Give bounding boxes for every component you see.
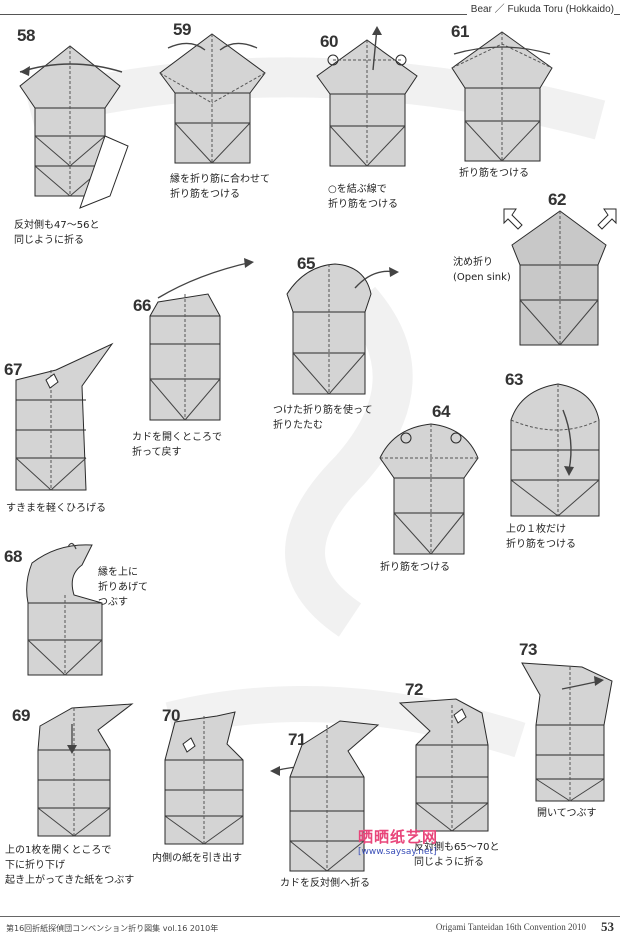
caption-line: 折り筋をつける: [380, 562, 450, 573]
diagram-step-65: [286, 263, 399, 395]
header-rule: [0, 14, 620, 15]
step-number-72: 72: [405, 680, 423, 699]
caption-step-63: 上の１枚だけ 折り筋をつける: [506, 522, 576, 552]
step-number-63: 63: [505, 370, 523, 389]
diagram-step-60: [316, 26, 418, 167]
step-number-69: 69: [12, 706, 30, 725]
caption-line: 反対側も65〜70と: [414, 842, 500, 853]
caption-line: 同じように折る: [414, 857, 484, 868]
caption-line: 縁を折り筋に合わせて: [170, 174, 270, 185]
watermark-title: 晒晒纸艺网: [358, 828, 439, 846]
caption-line: カドを反対側へ折る: [280, 878, 370, 889]
caption-line: 折り筋をつける: [506, 539, 576, 550]
caption-step-71: カドを反対側へ折る: [280, 876, 370, 891]
caption-line: 折って戻す: [132, 447, 182, 458]
diagram-step-59: [159, 33, 266, 164]
step-number-67: 67: [4, 360, 22, 379]
caption-line: カドを開くところで: [132, 432, 222, 443]
caption-line: 折りあげて: [98, 582, 148, 593]
step-number-58: 58: [17, 26, 35, 45]
diagram-step-64: [379, 423, 479, 555]
caption-line: 折りたたむ: [273, 420, 323, 431]
footer-right: Origami Tanteidan 16th Convention 2010: [435, 922, 586, 932]
watermark-url: [www.saysay.net]: [358, 847, 437, 857]
diagram-step-61: [451, 31, 553, 162]
caption-line: 縁を上に: [98, 567, 138, 578]
diagram-step-68: [26, 542, 103, 676]
caption-line: 折り筋をつける: [459, 168, 529, 179]
page-header: Bear ／ Fukuda Toru (Hokkaido): [0, 0, 620, 20]
step-number-61: 61: [451, 22, 469, 41]
step-number-59: 59: [173, 20, 191, 39]
caption-step-73: 開いてつぶす: [537, 806, 597, 821]
caption-step-68: 縁を上に 折りあげて つぶす: [98, 565, 148, 610]
watermark: 晒晒纸艺网 [www.saysay.net]: [358, 826, 438, 857]
step-number-66: 66: [133, 296, 151, 315]
caption-step-59: 縁を折り筋に合わせて 折り筋をつける: [170, 172, 270, 202]
step-number-65: 65: [297, 254, 315, 273]
diagram-step-66: [149, 258, 254, 421]
caption-step-72: 反対側も65〜70と 同じように折る: [414, 840, 499, 870]
caption-step-58: 反対側も47〜56と 同じように折る: [14, 218, 99, 248]
caption-step-61: 折り筋をつける: [459, 166, 529, 181]
caption-step-67: すきまを軽くひろげる: [6, 501, 106, 516]
caption-line: すきまを軽くひろげる: [6, 503, 106, 514]
caption-step-66: カドを開くところで 折って戻す: [132, 430, 222, 460]
diagram-step-72: [398, 698, 489, 832]
caption-line: つぶす: [98, 597, 128, 608]
caption-step-70: 内側の紙を引き出す: [152, 851, 242, 866]
caption-step-62: 沈め折り (Open sink): [453, 255, 511, 285]
page-number: 53: [601, 919, 614, 934]
diagram-step-62: [503, 208, 617, 346]
caption-step-64: 折り筋をつける: [380, 560, 450, 575]
step-number-68: 68: [4, 547, 22, 566]
caption-line: 沈め折り: [453, 257, 493, 268]
caption-line: 折り筋をつける: [170, 189, 240, 200]
diagram-step-58: [19, 45, 129, 209]
caption-line: 上の１枚だけ: [506, 524, 566, 535]
step-number-60: 60: [320, 32, 338, 51]
caption-line: (Open sink): [453, 272, 511, 283]
diagram-step-71: [270, 720, 380, 872]
diagram-step-70: [164, 711, 244, 845]
diagram-step-63: [510, 383, 600, 517]
step-number-71: 71: [288, 730, 306, 749]
footer-left: 第16回折紙探偵団コンベンション折り図集 vol.16 2010年: [6, 924, 219, 933]
diagram-step-69: [37, 703, 134, 837]
step-number-73: 73: [519, 640, 537, 659]
step-number-64: 64: [432, 402, 450, 421]
step-number-70: 70: [162, 706, 180, 725]
header-title: Bear ／ Fukuda Toru (Hokkaido): [466, 0, 614, 15]
caption-line: 開いてつぶす: [537, 808, 597, 819]
footer-rule: [0, 916, 620, 917]
caption-step-69: 上の1枚を開くところで 下に折り下げ 起き上がってきた紙をつぶす: [5, 843, 134, 888]
caption-line: 折り筋をつける: [328, 199, 398, 210]
caption-line: 下に折り下げ: [5, 860, 65, 871]
caption-line: 内側の紙を引き出す: [152, 853, 242, 864]
diagram-step-73: [521, 662, 613, 802]
page-footer: 第16回折紙探偵団コンベンション折り図集 vol.16 2010年 Origam…: [0, 912, 620, 941]
caption-step-60: ○を結ぶ線で 折り筋をつける: [328, 182, 398, 212]
caption-line: ○を結ぶ線で: [328, 184, 387, 195]
caption-line: 上の1枚を開くところで: [5, 845, 112, 856]
step-number-62: 62: [548, 190, 566, 209]
caption-line: つけた折り筋を使って: [273, 405, 373, 416]
caption-line: 同じように折る: [14, 235, 84, 246]
caption-line: 反対側も47〜56と: [14, 220, 100, 231]
diagram-step-67: [15, 342, 114, 491]
caption-line: 起き上がってきた紙をつぶす: [5, 875, 135, 886]
caption-step-65: つけた折り筋を使って 折りたたむ: [273, 403, 373, 433]
